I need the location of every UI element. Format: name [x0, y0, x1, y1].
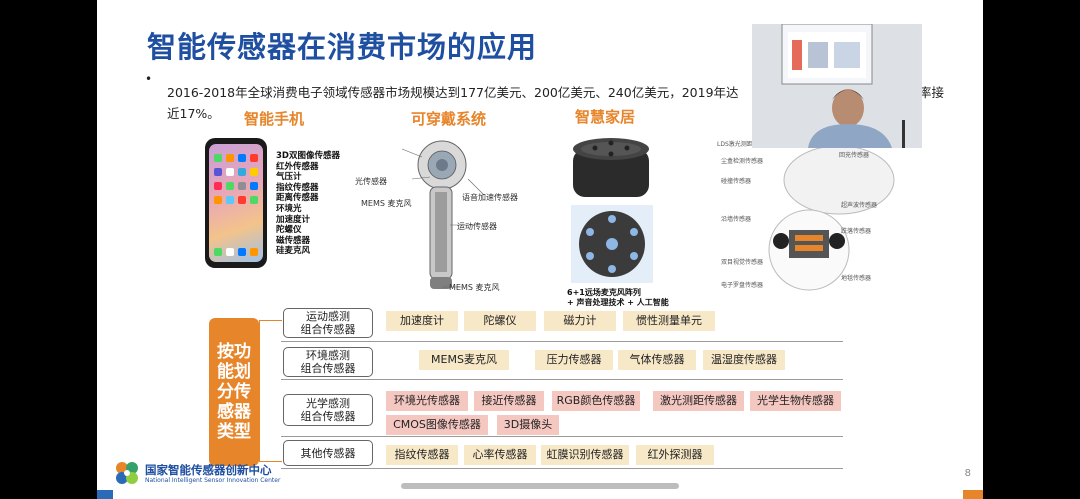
robot-vacuum-diagram [768, 145, 895, 291]
wearable-label-motion: 运动传感器 [457, 222, 497, 231]
phone-sensor-item: 3D双图像传感器 [276, 151, 340, 161]
phone-sensor-item: 加速度计 [276, 214, 311, 225]
innovation-center-logo-icon [116, 462, 138, 484]
vertical-label-line: 感器 [217, 402, 251, 422]
chip-sensor: 气体传感器 [618, 350, 696, 370]
phone-sensor-item: 环境光 [276, 203, 302, 214]
function-category-box: 按功 能划 分传 感器 类型 [209, 318, 259, 466]
robot-label: 超声波传感器 [841, 202, 878, 209]
phone-sensor-list: 3D双图像传感器 红外传感器 气压计 指纹传感器 距离传感器 环境光 加速度计 … [276, 151, 340, 257]
robot-label: 碰撞传感器 [721, 178, 752, 185]
paragraph-line2: 近17%。 [167, 106, 220, 121]
slide-edge-marker-left [97, 490, 113, 499]
row-label-environment: 环境感测组合传感器 [283, 347, 373, 377]
phone-screen [209, 144, 263, 262]
microphone-array-image [571, 205, 653, 283]
mic-caption-line1: 6+1远场麦克风阵列 [567, 288, 641, 297]
phone-sensor-item: 磁传感器 [276, 235, 311, 246]
category-phone: 智能手机 [244, 110, 305, 128]
chip-sensor: 红外探测器 [636, 445, 714, 465]
paragraph-line1: 2016-2018年全球消费电子领域传感器市场规模达到177亿美元、200亿美元… [167, 85, 739, 100]
row-divider [281, 379, 843, 380]
row-label-optical: 光学感测组合传感器 [283, 394, 373, 426]
robot-label: LDS激光测距传感器 [717, 141, 771, 148]
chip-sensor: 加速度计 [386, 311, 458, 331]
chip-sensor: 接近传感器 [474, 391, 544, 411]
chip-sensor: 激光测距传感器 [653, 391, 744, 411]
mic-array-caption: 6+1远场麦克风阵列 + 声音处理技术 + 人工智能 [567, 288, 669, 308]
robot-label: 回充传感器 [839, 152, 870, 159]
chip-sensor: 磁力计 [544, 311, 616, 331]
wearable-label-mems-top: MEMS 麦克风 [361, 199, 412, 208]
chip-sensor: RGB颜色传感器 [552, 391, 640, 411]
phone-sensor-item: 硅麦克风 [276, 246, 311, 257]
robot-label: 电子罗盘传感器 [721, 282, 764, 289]
chip-sensor: 指纹传感器 [386, 445, 458, 465]
phone-sensor-item: 距离传感器 [276, 193, 319, 204]
logo-text-en: National Intelligent Sensor Innovation C… [145, 477, 281, 484]
phone-sensor-item: 红外传感器 [276, 161, 319, 172]
category-wearable: 可穿戴系统 [411, 110, 487, 128]
row-label-motion: 运动感测组合传感器 [283, 308, 373, 338]
chip-sensor: 压力传感器 [535, 350, 613, 370]
wearable-label-voice-accel: 语音加速传感器 [462, 193, 518, 202]
phone-sensor-item: 陀螺仪 [276, 225, 302, 236]
chip-sensor: 虹膜识别传感器 [541, 445, 629, 465]
phone-sensor-item: 气压计 [276, 172, 302, 183]
chip-sensor: 光学生物传感器 [750, 391, 841, 411]
robot-label: 跌落传感器 [841, 228, 872, 235]
phone-notch [224, 138, 240, 143]
paragraph-line1-tail: 率接 [919, 85, 945, 100]
slide-title: 智能传感器在消费市场的应用 [147, 30, 538, 64]
wearable-label-mems-bottom: MEMS 麦克风 [449, 283, 500, 292]
vertical-label-line: 能划 [217, 362, 251, 382]
presenter-webcam-video [752, 24, 922, 148]
page-number: 8 [964, 468, 971, 479]
row-label-other: 其他传感器 [283, 440, 373, 466]
row-divider [281, 436, 843, 437]
chip-sensor: 环境光传感器 [386, 391, 468, 411]
row-divider [281, 341, 843, 342]
row-divider [281, 468, 843, 469]
robot-label: 沿墙传感器 [721, 216, 752, 223]
vertical-label-line: 按功 [217, 342, 251, 362]
chip-sensor: 心率传感器 [464, 445, 536, 465]
vertical-label-line: 分传 [217, 382, 251, 402]
robot-label: 地毯传感器 [841, 275, 872, 282]
robot-label: 尘盒检测传感器 [721, 158, 764, 165]
chip-sensor: MEMS麦克风 [419, 350, 509, 370]
smart-speaker-image [573, 138, 649, 197]
chip-sensor: 温湿度传感器 [703, 350, 785, 370]
logo-text-cn: 国家智能传感器创新中心 [145, 463, 272, 477]
vertical-label-line: 类型 [217, 422, 251, 442]
horizontal-scrollbar[interactable] [401, 483, 679, 489]
bullet-dot: • [145, 72, 153, 86]
chip-sensor: 惯性测量单元 [623, 311, 715, 331]
category-home: 智慧家居 [575, 108, 636, 126]
robot-label: 双目视觉传感器 [721, 259, 764, 266]
chip-sensor: 3D摄像头 [497, 415, 559, 435]
slide-edge-marker-right [963, 490, 983, 499]
mic-caption-line2: + 声音处理技术 + 人工智能 [567, 298, 669, 307]
earbud-diagram [401, 140, 485, 289]
phone-sensor-item: 指纹传感器 [276, 182, 319, 193]
row-bracket [259, 320, 282, 462]
chip-sensor: 陀螺仪 [464, 311, 536, 331]
chip-sensor: CMOS图像传感器 [386, 415, 488, 435]
wearable-label-light: 光传感器 [355, 177, 387, 186]
intro-paragraph: 2016-2018年全球消费电子领域传感器市场规模达到177亿美元、200亿美元… [167, 82, 957, 124]
smartphone-image [205, 138, 267, 268]
